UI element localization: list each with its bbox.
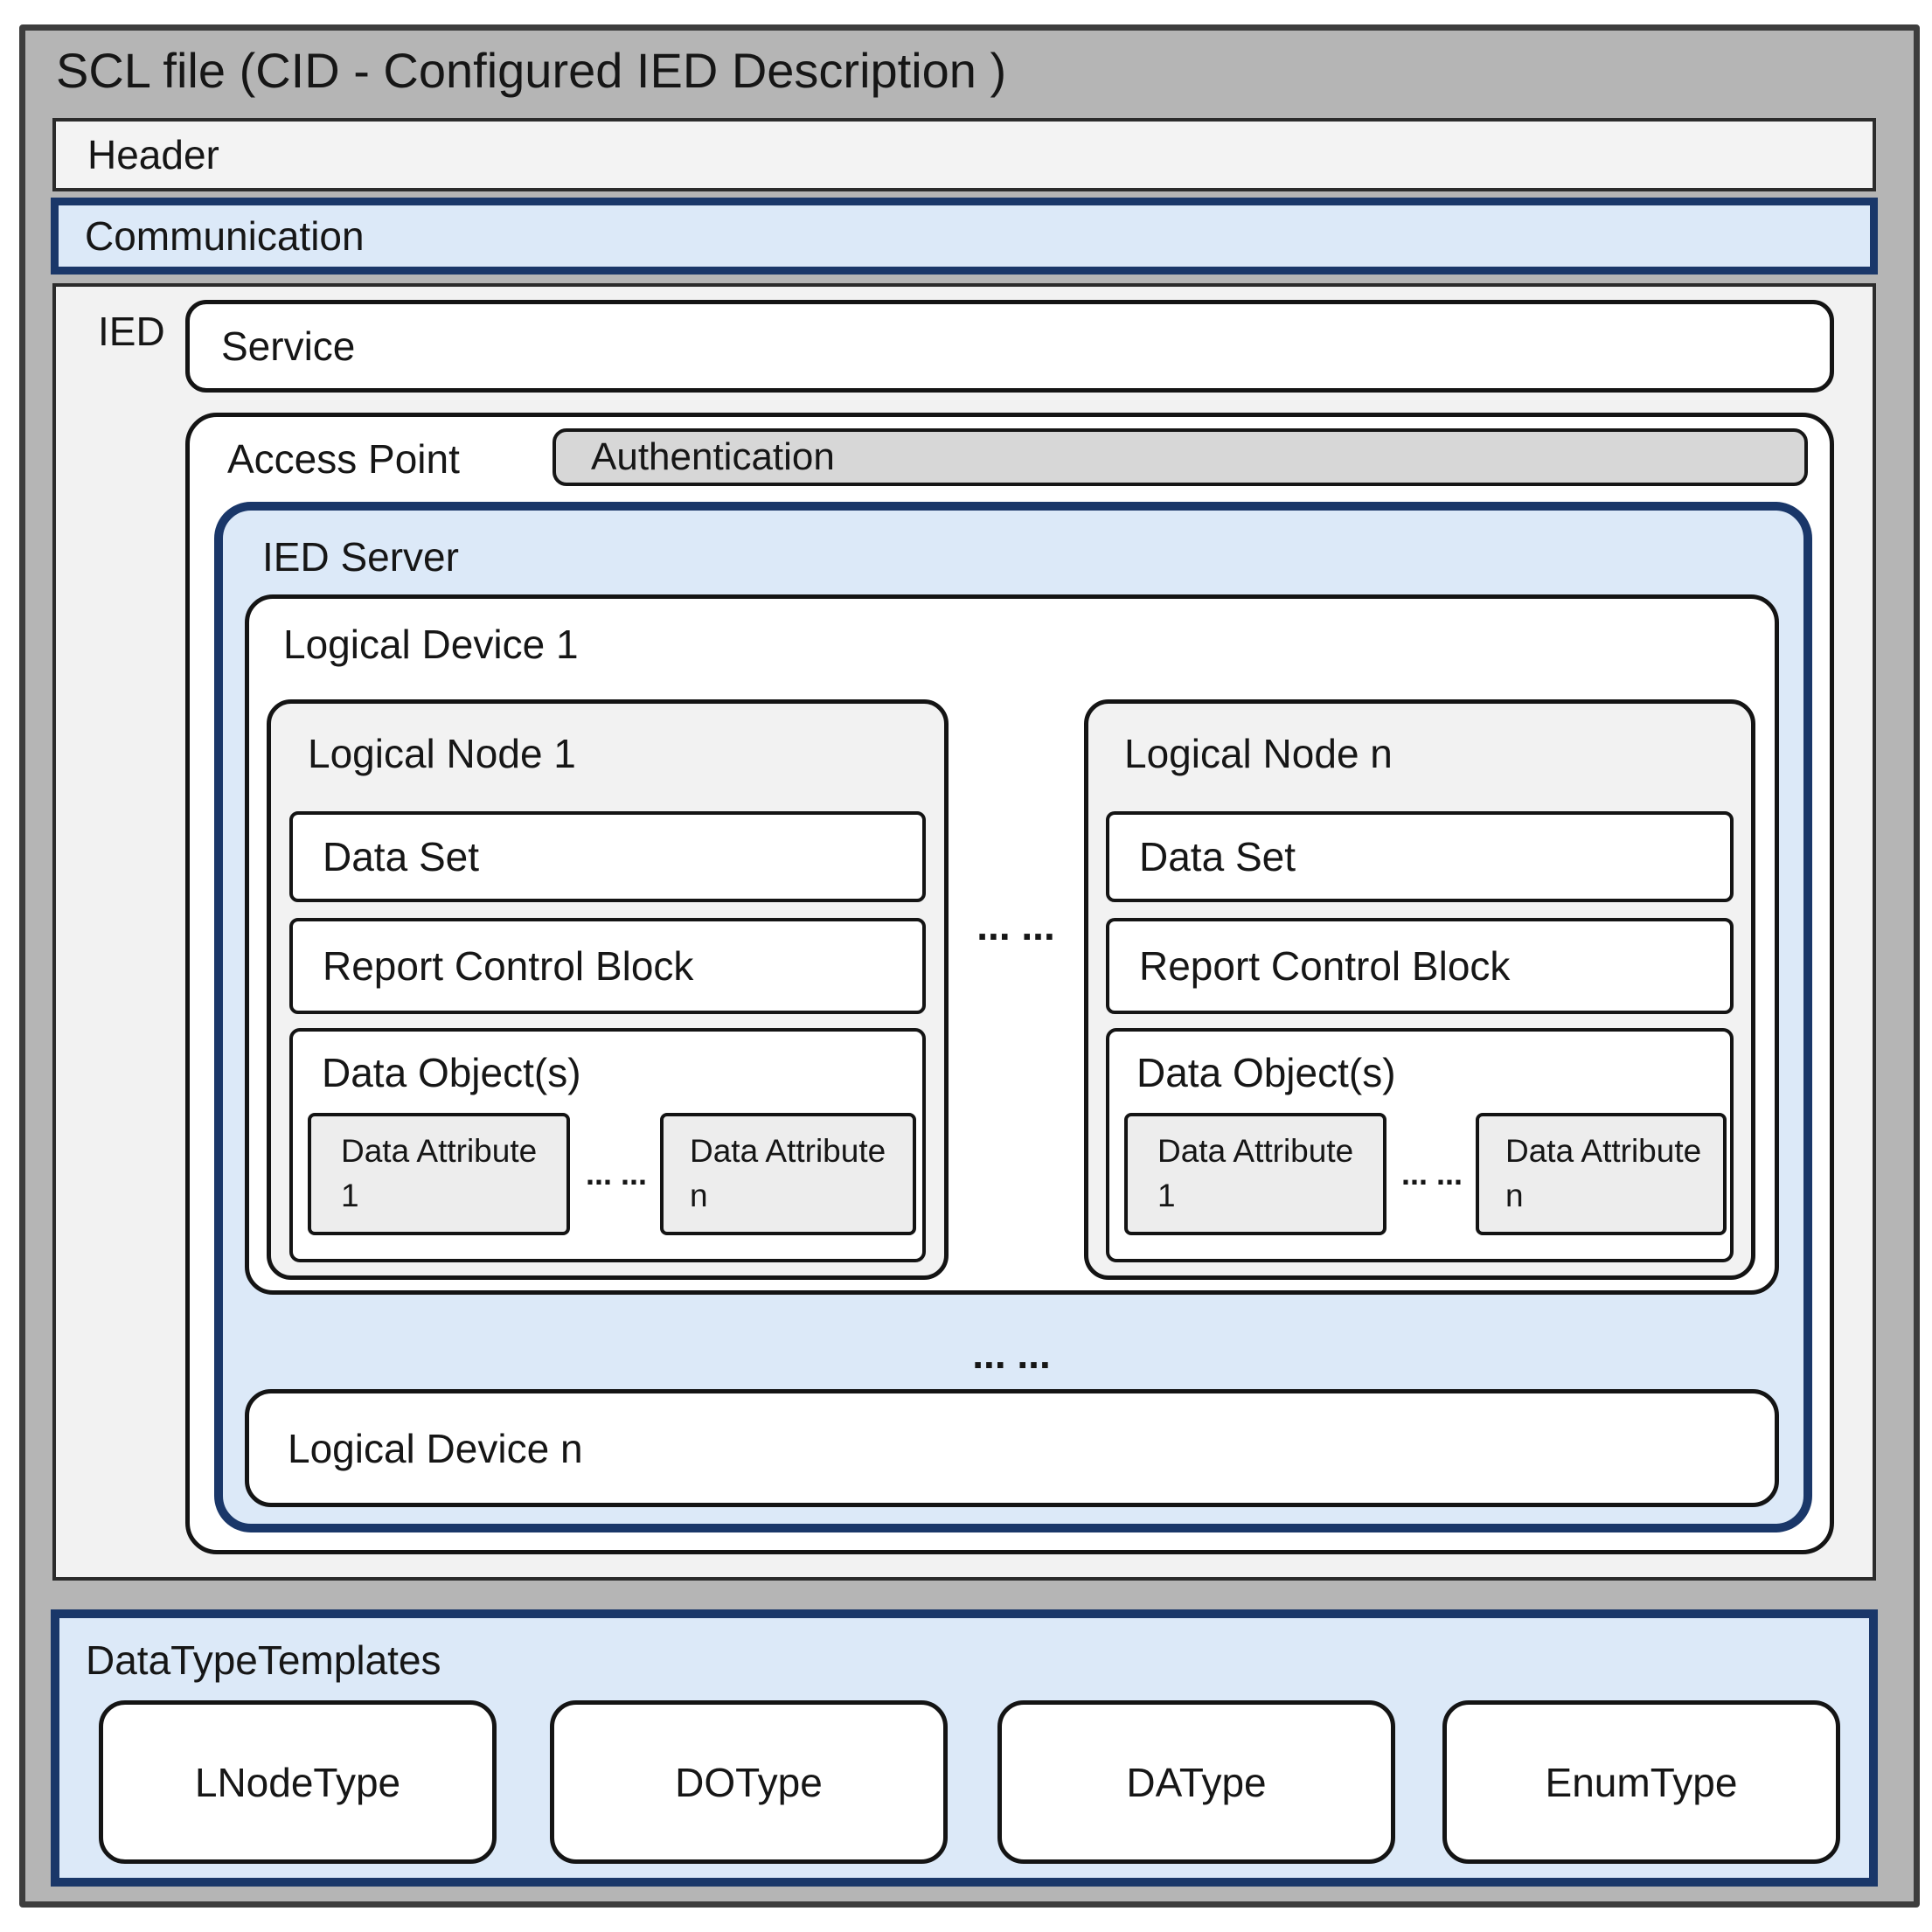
report-control-block-box: Report Control Block xyxy=(289,918,926,1014)
communication-label: Communication xyxy=(85,213,365,259)
data-attribute-1-label: Data Attribute 1 xyxy=(1157,1133,1354,1214)
logical-node-1-label: Logical Node 1 xyxy=(308,731,576,776)
logical-device-n-box: Logical Device n xyxy=(245,1389,1779,1507)
attribute-ellipsis: ... ... xyxy=(1400,1156,1463,1192)
data-set-label: Data Set xyxy=(1139,834,1296,879)
data-set-box: Data Set xyxy=(289,811,926,902)
service-box: Service xyxy=(185,300,1834,393)
enumtype-box: EnumType xyxy=(1442,1700,1840,1864)
ied-server-label: IED Server xyxy=(262,534,459,580)
lnodetype-box: LNodeType xyxy=(99,1700,497,1864)
data-attribute-n-label: Data Attribute n xyxy=(690,1133,886,1214)
dotype-box: DOType xyxy=(550,1700,948,1864)
header-bar: Header xyxy=(52,118,1876,191)
report-control-block-label: Report Control Block xyxy=(1139,943,1511,989)
data-attribute-1-box: Data Attribute 1 xyxy=(308,1113,570,1235)
logical-nodes-ellipsis: ... ... xyxy=(976,903,1055,949)
data-objects-label: Data Object(s) xyxy=(322,1050,581,1095)
data-attribute-n-label: Data Attribute n xyxy=(1505,1133,1702,1214)
data-attribute-1-box: Data Attribute 1 xyxy=(1124,1113,1386,1235)
report-control-block-label: Report Control Block xyxy=(323,943,694,989)
dotype-label: DOType xyxy=(675,1759,823,1805)
logical-node-n-label: Logical Node n xyxy=(1124,731,1393,776)
access-point-label: Access Point xyxy=(227,436,460,482)
data-objects-label: Data Object(s) xyxy=(1136,1050,1396,1095)
data-set-label: Data Set xyxy=(323,834,479,879)
attribute-ellipsis: ... ... xyxy=(585,1156,647,1192)
logical-devices-ellipsis: ... ... xyxy=(972,1331,1051,1377)
datype-box: DAType xyxy=(997,1700,1395,1864)
logical-device-1-label: Logical Device 1 xyxy=(283,622,579,667)
lnodetype-label: LNodeType xyxy=(194,1759,401,1805)
authentication-box: Authentication xyxy=(552,428,1808,486)
communication-bar: Communication xyxy=(51,198,1878,275)
scl-file-title: SCL file (CID - Configured IED Descripti… xyxy=(56,43,1007,98)
report-control-block-box: Report Control Block xyxy=(1106,918,1734,1014)
service-label: Service xyxy=(221,323,356,369)
data-attribute-1-label: Data Attribute 1 xyxy=(341,1133,538,1214)
authentication-label: Authentication xyxy=(591,435,835,478)
data-set-box: Data Set xyxy=(1106,811,1734,902)
logical-device-n-label: Logical Device n xyxy=(288,1425,583,1471)
header-label: Header xyxy=(87,132,219,177)
data-type-templates-label: DataTypeTemplates xyxy=(86,1637,441,1683)
enumtype-label: EnumType xyxy=(1545,1759,1738,1805)
ied-label: IED xyxy=(98,309,165,354)
datype-label: DAType xyxy=(1126,1759,1267,1805)
data-attribute-n-box: Data Attribute n xyxy=(660,1113,916,1235)
data-attribute-n-box: Data Attribute n xyxy=(1476,1113,1727,1235)
